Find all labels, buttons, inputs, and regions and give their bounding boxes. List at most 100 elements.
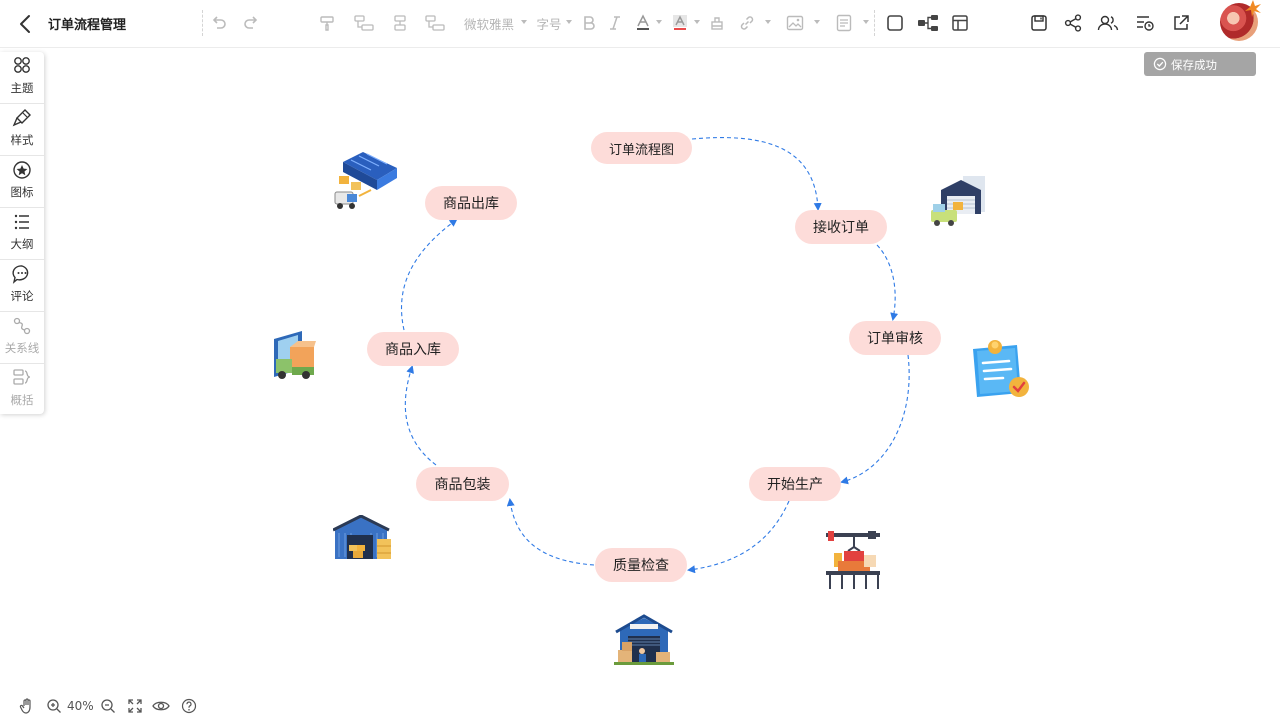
bottom-toolbar: 40% bbox=[0, 694, 300, 718]
font-size-select[interactable]: 字号 bbox=[536, 16, 562, 32]
sidebar-item-style[interactable]: 样式 bbox=[0, 104, 44, 156]
insert-child-node-icon[interactable] bbox=[352, 12, 376, 34]
highlight-caret-icon[interactable] bbox=[694, 20, 700, 24]
sidebar-item-label: 大纲 bbox=[10, 237, 34, 251]
redo-icon[interactable] bbox=[240, 12, 262, 34]
node-warehouse-out[interactable]: 商品出库 bbox=[425, 186, 517, 220]
connector-packing-to-storage bbox=[404, 365, 437, 466]
insert-sibling-node-icon[interactable] bbox=[389, 12, 411, 34]
avatar-decoration-icon bbox=[1244, 0, 1262, 18]
layout-icon[interactable] bbox=[949, 12, 971, 34]
italic-icon[interactable] bbox=[606, 12, 624, 34]
document-title[interactable]: 订单流程管理 bbox=[48, 18, 127, 33]
save-success-toast: 保存成功 bbox=[1144, 52, 1256, 76]
divider bbox=[0, 155, 44, 156]
image-icon[interactable] bbox=[784, 12, 806, 34]
insert-parent-node-icon[interactable] bbox=[423, 12, 447, 34]
link-caret-icon[interactable] bbox=[765, 20, 771, 24]
sidebar-item-comment[interactable]: 评论 bbox=[0, 260, 44, 312]
collaborators-icon[interactable] bbox=[1096, 12, 1120, 34]
back-arrow-icon[interactable] bbox=[14, 12, 38, 36]
zoom-in-icon[interactable] bbox=[46, 698, 62, 714]
fit-screen-icon[interactable] bbox=[127, 698, 143, 714]
summary-icon bbox=[11, 368, 33, 388]
connector-root-to-receive bbox=[691, 137, 822, 211]
top-toolbar: 订单流程管理 微软雅黑 字号 bbox=[0, 0, 1280, 48]
node-start-production[interactable]: 开始生产 bbox=[749, 467, 841, 501]
sidebar-item-label: 样式 bbox=[10, 133, 34, 147]
border-icon[interactable] bbox=[884, 12, 906, 34]
sidebar-item-label: 关系线 bbox=[4, 341, 40, 355]
production-line-illustration-icon bbox=[824, 529, 882, 591]
connector-storage-to-dispatch bbox=[400, 218, 458, 331]
font-color-caret-icon[interactable] bbox=[656, 20, 662, 24]
relation-line-icon bbox=[11, 316, 33, 336]
toast-message: 保存成功 bbox=[1171, 58, 1217, 72]
icon-star-icon bbox=[11, 160, 33, 180]
node-receive-order[interactable]: 接收订单 bbox=[795, 210, 887, 244]
hand-pan-icon[interactable] bbox=[19, 698, 35, 714]
clear-format-icon[interactable] bbox=[707, 12, 727, 34]
node-quality-check[interactable]: 质量检查 bbox=[595, 548, 687, 582]
font-family-caret-icon[interactable] bbox=[521, 20, 527, 24]
toolbar-divider bbox=[874, 10, 875, 36]
note-icon[interactable] bbox=[833, 12, 855, 34]
factory-truck-illustration-icon bbox=[929, 176, 987, 226]
style-brush-icon bbox=[11, 108, 33, 128]
quality-warehouse-illustration-icon bbox=[612, 614, 676, 670]
save-icon[interactable] bbox=[1028, 12, 1050, 34]
font-color-icon[interactable] bbox=[633, 12, 653, 34]
theme-icon bbox=[11, 56, 33, 76]
history-icon[interactable] bbox=[1134, 12, 1156, 34]
warehouse-dispatch-illustration-icon bbox=[333, 150, 399, 212]
delivery-truck-illustration-icon bbox=[272, 329, 318, 381]
sidebar-item-outline[interactable]: 大纲 bbox=[0, 208, 44, 260]
toolbar-divider bbox=[202, 10, 203, 36]
link-icon[interactable] bbox=[736, 12, 758, 34]
note-caret-icon[interactable] bbox=[863, 20, 869, 24]
preview-eye-icon[interactable] bbox=[152, 698, 170, 714]
node-order-review[interactable]: 订单审核 bbox=[849, 321, 941, 355]
side-panel: 主题 样式 图标 大纲 评论 关系线 概 bbox=[0, 52, 44, 414]
sidebar-item-icons[interactable]: 图标 bbox=[0, 156, 44, 208]
export-icon[interactable] bbox=[1170, 12, 1192, 34]
bold-icon[interactable] bbox=[580, 12, 598, 34]
sidebar-item-label: 概括 bbox=[10, 393, 34, 407]
sidebar-item-label: 主题 bbox=[10, 81, 34, 95]
divider bbox=[0, 103, 44, 104]
approved-document-illustration-icon bbox=[967, 339, 1033, 401]
divider bbox=[0, 259, 44, 260]
format-painter-icon[interactable] bbox=[316, 12, 338, 34]
divider bbox=[0, 207, 44, 208]
comment-icon bbox=[11, 264, 33, 284]
structure-icon[interactable] bbox=[916, 12, 940, 34]
connector-layer bbox=[400, 137, 910, 574]
sidebar-item-label: 图标 bbox=[10, 185, 34, 199]
packing-warehouse-illustration-icon bbox=[332, 514, 393, 561]
help-icon[interactable] bbox=[181, 698, 197, 714]
outline-list-icon bbox=[11, 212, 33, 232]
font-family-select[interactable]: 微软雅黑 bbox=[463, 16, 514, 32]
sidebar-item-label: 评论 bbox=[10, 289, 34, 303]
zoom-level: 40% bbox=[67, 699, 94, 713]
node-packing[interactable]: 商品包装 bbox=[416, 467, 509, 501]
sidebar-item-relation-line[interactable]: 关系线 bbox=[0, 312, 44, 364]
check-circle-icon bbox=[1153, 57, 1167, 71]
connector-receive-to-review bbox=[876, 244, 899, 321]
undo-icon[interactable] bbox=[208, 12, 230, 34]
connector-review-to-production bbox=[840, 354, 910, 485]
root-node[interactable]: 订单流程图 bbox=[591, 132, 692, 164]
highlight-color-icon[interactable] bbox=[670, 12, 690, 34]
image-caret-icon[interactable] bbox=[814, 20, 820, 24]
font-size-caret-icon[interactable] bbox=[566, 20, 572, 24]
connector-production-to-quality bbox=[687, 500, 790, 574]
sidebar-item-summary[interactable]: 概括 bbox=[0, 364, 44, 416]
sidebar-item-theme[interactable]: 主题 bbox=[0, 52, 44, 104]
zoom-out-icon[interactable] bbox=[100, 698, 116, 714]
share-icon[interactable] bbox=[1062, 12, 1084, 34]
connector-quality-to-packing bbox=[506, 498, 595, 566]
divider bbox=[0, 363, 44, 364]
node-warehouse-in[interactable]: 商品入库 bbox=[367, 332, 459, 366]
mindmap-canvas[interactable]: 订单流程图 接收订单 订单审核 开始生产 质量检查 商品包装 商品入库 商品出库 bbox=[0, 49, 1280, 720]
divider bbox=[0, 311, 44, 312]
